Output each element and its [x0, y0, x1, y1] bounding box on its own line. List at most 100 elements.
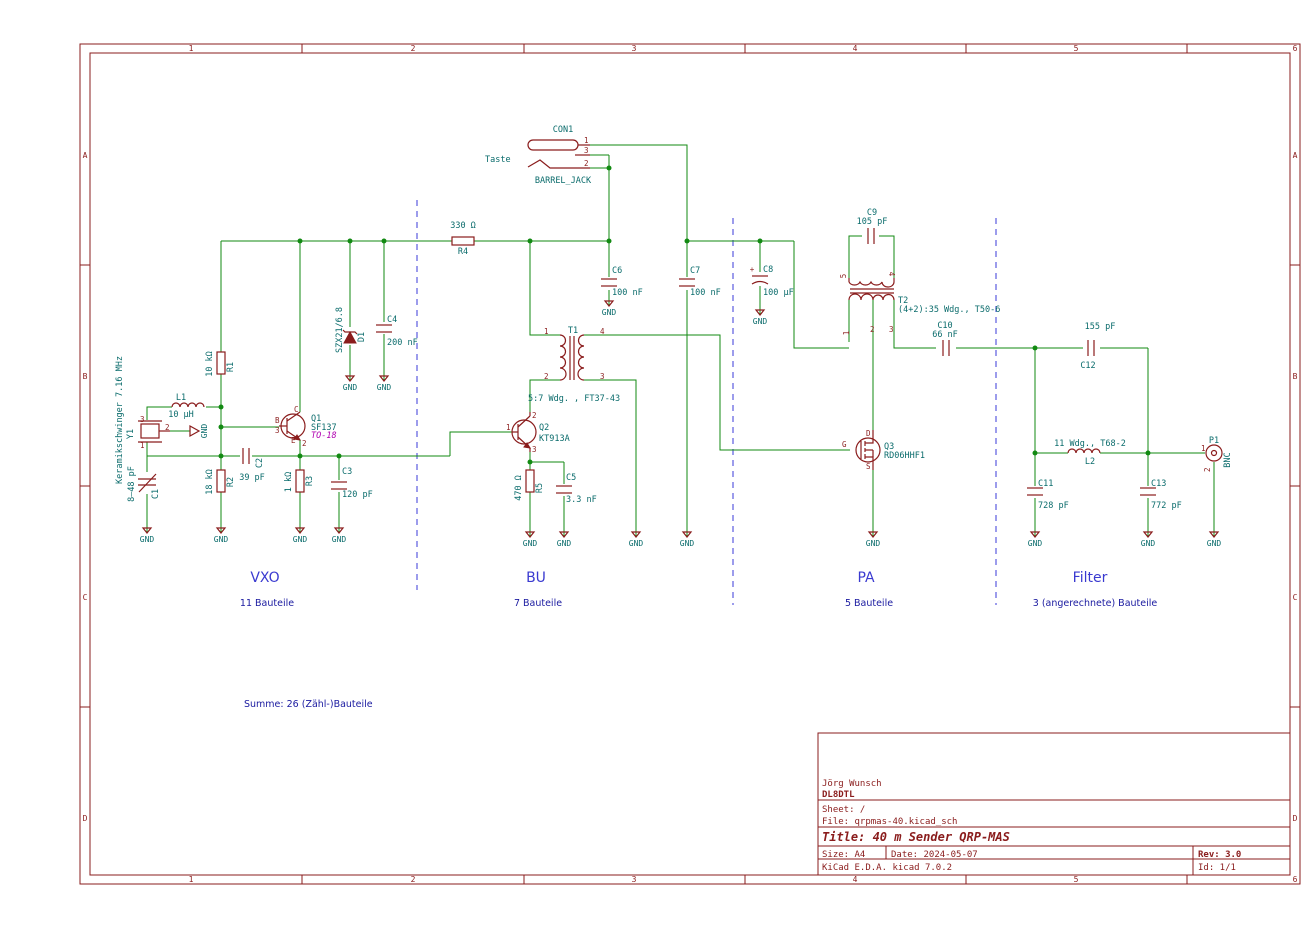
c2-ref: C2: [255, 458, 265, 468]
tb-rev: Rev: 3.0: [1198, 850, 1241, 860]
col-label: 5: [1074, 875, 1079, 884]
q3-pin: S: [866, 462, 871, 471]
capacitor-c11[interactable]: C11 728 pF: [1027, 479, 1069, 511]
q2-pin: 2: [532, 411, 537, 420]
c11-value: 728 pF: [1038, 501, 1069, 511]
resistor-r1[interactable]: R1 10 kΩ: [205, 351, 236, 377]
taste-label: Taste: [485, 155, 511, 165]
inductor-l2[interactable]: 11 Wdg., T68-2 L2: [1054, 439, 1126, 467]
p1-pin: 1: [1201, 444, 1206, 453]
trimmer-c1[interactable]: C1 8–48 pF: [127, 466, 161, 502]
mosfet-q3[interactable]: Q3 RD06HHF1 G D S: [842, 429, 925, 471]
capacitor-c2[interactable]: C2 39 pF: [239, 448, 265, 483]
section-count-filter: 3 (angerechnete) Bauteile: [1033, 598, 1158, 609]
tb-tool: KiCad E.D.A. kicad 7.0.2: [822, 863, 952, 873]
bnc-connector-p1[interactable]: P1 BNC 1 2: [1201, 436, 1233, 472]
q2-pin: 1: [506, 423, 511, 432]
col-label: 4: [853, 44, 858, 53]
y1-ref: Y1: [126, 429, 136, 439]
q3-pin: D: [866, 429, 871, 438]
col-label: 4: [853, 875, 858, 884]
tb-sheet: Sheet: /: [822, 805, 865, 815]
c10-value: 66 nF: [932, 330, 958, 340]
t1-ref: T1: [568, 326, 578, 336]
inductor-l1[interactable]: L1 10 µH: [168, 393, 205, 420]
capacitor-c13[interactable]: C13 772 pF: [1140, 479, 1182, 511]
col-label: 2: [411, 44, 416, 53]
gnd-label: GND: [753, 317, 768, 326]
gnd-label: GND: [1141, 539, 1156, 548]
con1-ref: CON1: [553, 125, 573, 135]
transformer-t1[interactable]: T1 5:7 Wdg. , FT37-43 1 2 3 4: [528, 326, 620, 404]
row-label: B: [1293, 372, 1298, 381]
p1-pin: 2: [1203, 467, 1212, 472]
t1-value: 5:7 Wdg. , FT37-43: [528, 394, 620, 404]
gnd-symbol: GND: [1141, 528, 1156, 548]
resistor-r3[interactable]: R3 1 kΩ: [284, 469, 315, 493]
y1-value: Keramikschwinger 7.16 MHz: [115, 356, 125, 484]
t1-pin: 4: [600, 327, 605, 336]
gnd-label: GND: [343, 383, 358, 392]
tb-title: Title: 40 m Sender QRP-MAS: [822, 830, 1010, 844]
gnd-label: GND: [377, 383, 392, 392]
r4-value: 330 Ω: [450, 221, 476, 231]
gnd-label: GND: [1028, 539, 1043, 548]
section-title-filter: Filter: [1073, 570, 1108, 586]
gnd-symbol: GND: [753, 306, 768, 326]
gnd-label: GND: [140, 535, 155, 544]
q3-pin: G: [842, 440, 847, 449]
c8-value: 100 µF: [763, 288, 794, 298]
q3-value: RD06HHF1: [884, 451, 925, 461]
gnd-label: GND: [557, 539, 572, 548]
transformer-t2[interactable]: T2 (4+2):35 Wdg., T50-6 1 2 3 4 5: [839, 272, 1000, 336]
c4-ref: C4: [387, 315, 397, 325]
resistor-r2[interactable]: R2 18 kΩ: [205, 469, 236, 495]
con1-barrel-jack[interactable]: CON1 BARREL_JACK Taste 1 3 2: [485, 125, 592, 186]
capacitor-c5[interactable]: C5 3.3 nF: [556, 473, 597, 505]
capacitor-c9[interactable]: C9 105 pF: [857, 208, 888, 244]
gnd-label: GND: [214, 535, 229, 544]
r2-ref: R2: [226, 477, 236, 487]
zener-d1[interactable]: D1 SZX21/6.8: [335, 307, 367, 353]
capacitor-c10[interactable]: C10 66 nF: [932, 321, 958, 356]
q2-pin: 3: [532, 445, 537, 454]
c5-value: 3.3 nF: [566, 495, 597, 505]
gnd-symbol: GND: [602, 297, 616, 317]
col-label: 2: [411, 875, 416, 884]
row-label: A: [83, 151, 88, 160]
transistor-q2[interactable]: Q2 KT913A 1 2 3: [506, 411, 570, 454]
row-label: D: [83, 814, 88, 823]
c8-plus: +: [750, 265, 755, 274]
capacitor-c12[interactable]: 155 pF C12: [1080, 322, 1115, 371]
capacitor-c3[interactable]: C3 120 pF: [331, 467, 373, 500]
capacitor-c8[interactable]: + C8 100 µF: [750, 265, 794, 298]
gnd-symbol: GND: [1207, 528, 1221, 548]
resistor-r5[interactable]: R5 470 Ω: [514, 469, 545, 501]
c3-value: 120 pF: [342, 490, 373, 500]
c6-value: 100 nF: [612, 288, 643, 298]
c13-ref: C13: [1151, 479, 1166, 489]
section-title-bu: BU: [526, 570, 546, 586]
resonator-y1[interactable]: Y1 Keramikschwinger 7.16 MHz 3 2 1 GND: [115, 356, 209, 484]
capacitor-c4[interactable]: C4 200 nF: [376, 315, 418, 348]
section-count-bu: 7 Bauteile: [514, 598, 562, 609]
title-block: Jörg Wunsch DL8DTL Sheet: / File: qrpmas…: [817, 732, 1291, 876]
resistor-r4[interactable]: 330 Ω R4: [450, 221, 476, 257]
c1-value: 8–48 pF: [127, 466, 137, 502]
t2-pin: 3: [889, 325, 894, 334]
c4-value: 200 nF: [387, 338, 418, 348]
t2-value: (4+2):35 Wdg., T50-6: [898, 305, 1000, 315]
t2-pin: 4: [887, 272, 896, 277]
c7-value: 100 nF: [690, 288, 721, 298]
p1-ref: P1: [1209, 436, 1219, 446]
transistor-q1[interactable]: Q1 SF137 TO-18 B C E 3 2: [275, 405, 337, 448]
capacitor-c7[interactable]: C7 100 nF: [679, 266, 721, 298]
section-title-pa: PA: [857, 570, 875, 586]
capacitor-c6[interactable]: C6 100 nF: [601, 266, 643, 298]
r1-ref: R1: [226, 362, 236, 372]
gnd-symbol: GND: [377, 372, 392, 392]
r2-value: 18 kΩ: [205, 469, 215, 495]
r3-ref: R3: [305, 476, 315, 486]
c13-value: 772 pF: [1151, 501, 1182, 511]
row-label: C: [1293, 593, 1298, 602]
